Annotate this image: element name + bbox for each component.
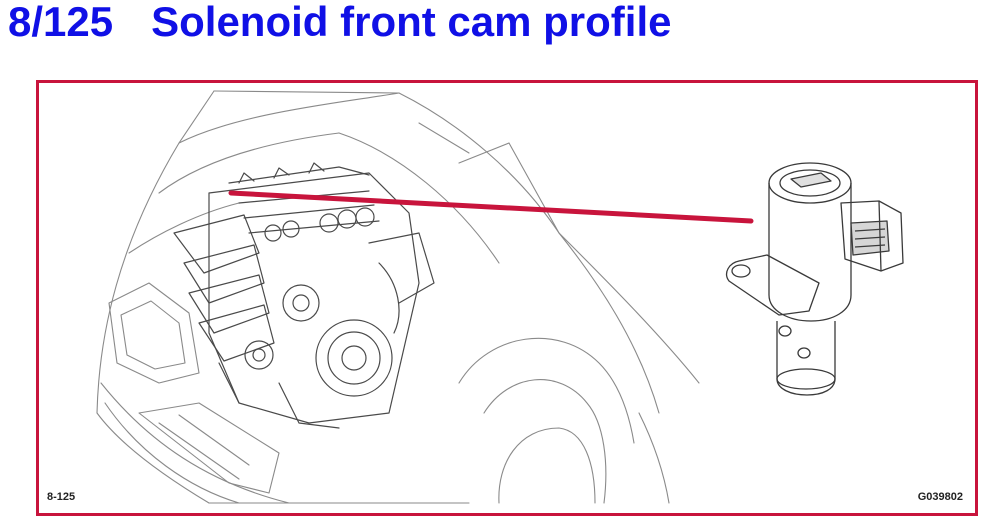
figure-ref-right: G039802 bbox=[917, 491, 963, 503]
callout-line bbox=[228, 190, 754, 224]
car-engine-icon bbox=[96, 90, 700, 504]
page-heading: Solenoid front cam profile bbox=[151, 0, 672, 45]
figure-ref-left: 8-125 bbox=[47, 491, 76, 503]
page-number: 8/125 bbox=[8, 0, 114, 45]
page-title: 8/125 Solenoid front cam profile bbox=[8, 0, 671, 48]
figure-drawing bbox=[96, 90, 904, 504]
figure-frame: 8-125 G039802 bbox=[36, 80, 978, 516]
solenoid-icon bbox=[725, 162, 904, 396]
